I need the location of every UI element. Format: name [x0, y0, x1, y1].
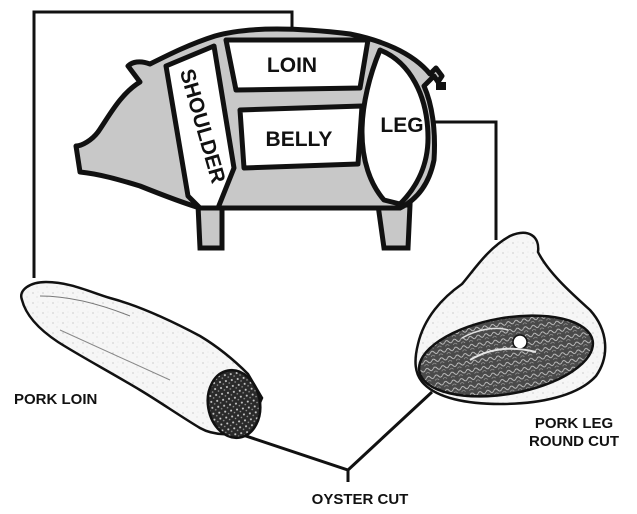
label-leg: LEG: [380, 114, 423, 137]
label-belly: BELLY: [266, 128, 333, 151]
pork-leg-bone: [513, 335, 527, 349]
caption-pork-loin: PORK LOIN: [14, 391, 97, 408]
pig-tail-tag: [436, 82, 446, 90]
pig-silhouette: LOIN BELLY LEG SHOULDER: [76, 29, 446, 248]
leg-connector-line: [430, 122, 496, 240]
caption-pork-leg-line1: PORK LEG: [535, 415, 613, 432]
pig-front-leg: [198, 205, 222, 248]
label-loin: LOIN: [267, 54, 317, 77]
pig-back-leg: [378, 205, 410, 248]
caption-pork-leg-line2: ROUND CUT: [529, 433, 619, 450]
pork-leg-illustration: [413, 233, 605, 409]
pork-loin-illustration: [21, 282, 265, 442]
caption-oyster-cut: OYSTER CUT: [312, 491, 409, 508]
